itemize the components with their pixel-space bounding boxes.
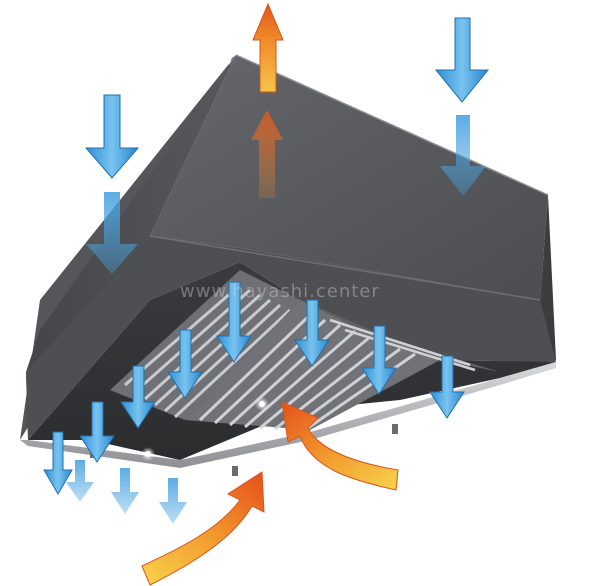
- supply-arrow-top-right-faded: [440, 115, 486, 196]
- supply-arrow-filter-4: [361, 325, 397, 395]
- supply-air-arrows: [43, 17, 490, 524]
- supply-arrow-filter-3: [294, 299, 330, 367]
- supply-arrow-top-left: [84, 94, 140, 179]
- supply-arrow-filter-6: [120, 365, 156, 429]
- supply-arrow-below-3: [111, 468, 139, 514]
- hood-top-panel: [150, 55, 548, 300]
- supply-arrow-filter-5: [429, 355, 465, 419]
- supply-arrow-below-2: [66, 460, 94, 502]
- exhaust-arrow-lower: [251, 110, 283, 198]
- replacement-air-arrows: [141, 401, 399, 586]
- supply-arrow-below-4: [159, 478, 187, 524]
- curved-arrow-bottom-left: [141, 471, 265, 586]
- supply-arrow-top-left-faded: [86, 192, 138, 274]
- curved-arrow-right: [281, 401, 399, 491]
- supply-arrow-filter-7: [79, 401, 115, 463]
- supply-arrow-filter-2: [167, 329, 203, 399]
- exhaust-arrow-top: [252, 2, 284, 93]
- supply-arrow-filter-1: [216, 281, 252, 363]
- hood-lights: [141, 397, 269, 461]
- supply-arrow-top-right: [434, 17, 490, 103]
- hood-front-skirt: [26, 236, 556, 440]
- supply-arrow-below-1: [43, 431, 73, 495]
- watermark: www.hayashi.center: [180, 281, 380, 302]
